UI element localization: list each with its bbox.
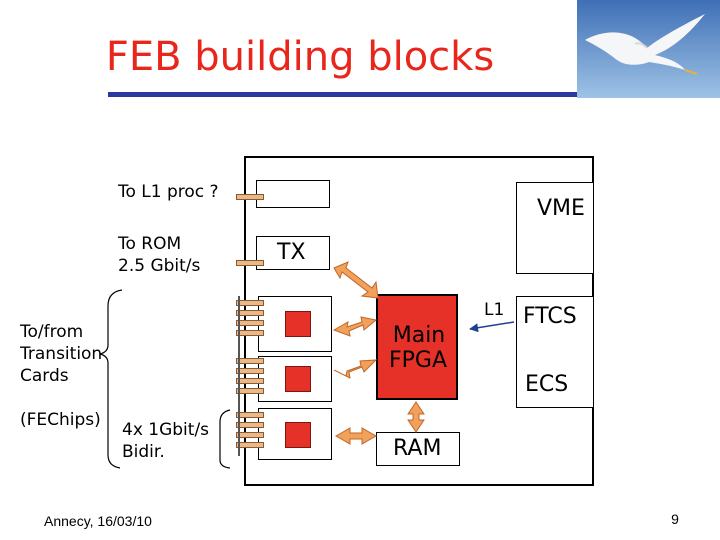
footer-text: Annecy, 16/03/10	[44, 513, 152, 529]
arrow-link-fpga-lower	[333, 359, 378, 379]
ram-label: RAM	[393, 436, 442, 461]
main-fpga-label-line1: Main	[392, 323, 446, 348]
tx-block: TX	[256, 236, 330, 270]
serdes-chip-1	[285, 311, 311, 337]
link-block-2	[258, 356, 332, 402]
slide-title: FEB building blocks	[105, 34, 495, 80]
links-label-line2: Bidir.	[122, 442, 165, 462]
arrow-tx-fpga	[333, 261, 379, 299]
connector-l1	[236, 194, 264, 200]
l1-arrow	[469, 321, 515, 333]
arrow-link-ram	[334, 427, 378, 445]
to-rom-label-line2: 2.5 Gbit/s	[118, 256, 201, 276]
to-l1-proc-label: To L1 proc ?	[118, 182, 219, 202]
arrow-link-fpga-upper	[332, 316, 378, 337]
connector-link-bank	[236, 300, 264, 450]
serdes-chip-2	[285, 366, 311, 392]
ftcs-ecs-block: FTCS ECS	[516, 296, 594, 408]
to-rom-label-line1: To ROM	[118, 234, 182, 254]
links-label-line1: 4x 1Gbit/s	[122, 420, 210, 440]
egret-icon	[577, 0, 720, 98]
serdes-chip-3	[285, 422, 311, 448]
main-fpga-block: Main FPGA	[376, 294, 458, 400]
l1-proc-box	[256, 180, 330, 208]
page-number: 9	[671, 511, 679, 527]
vme-block: VME	[516, 182, 594, 274]
main-fpga-label-line2: FPGA	[388, 348, 448, 373]
tx-label: TX	[277, 240, 306, 265]
double-headed-arrow-icon	[332, 261, 425, 445]
fechips-label: (FEChips)	[20, 410, 101, 430]
egret-photo	[577, 0, 720, 98]
vme-label: VME	[537, 196, 585, 221]
ram-block: RAM	[376, 432, 460, 466]
to-from-label-line3: Cards	[20, 366, 69, 386]
ftcs-label: FTCS	[523, 304, 577, 329]
to-from-label-line2: Transition	[20, 344, 103, 364]
connector-bank-rail	[238, 296, 240, 456]
brace-transition-cards	[99, 289, 123, 469]
to-from-label-line1: To/from	[20, 322, 84, 342]
l1-label: L1	[484, 300, 505, 320]
link-block-3	[258, 408, 332, 460]
title-underline	[108, 92, 578, 97]
brace-links	[219, 409, 231, 469]
ecs-label: ECS	[525, 372, 569, 397]
connector-rom	[236, 260, 264, 266]
arrow-fpga-ram	[407, 401, 425, 433]
